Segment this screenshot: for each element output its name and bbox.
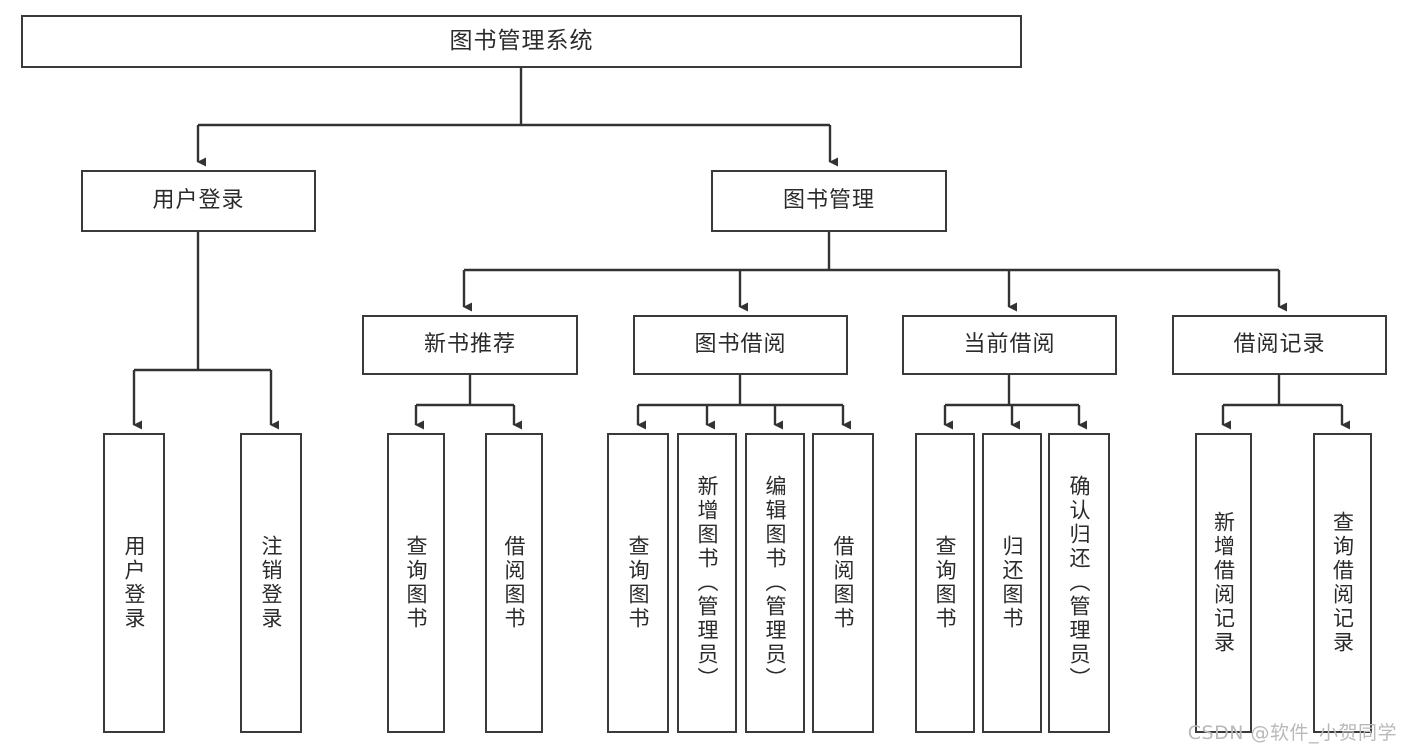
node-leaf-query-book-2[interactable]: 查询图书 <box>607 433 669 733</box>
node-user-login[interactable]: 用户登录 <box>81 170 316 232</box>
node-leaf-edit-book-label: 编辑图书（管理员） <box>763 475 788 691</box>
node-leaf-query-record-label: 查询借阅记录 <box>1330 511 1355 655</box>
node-book-management[interactable]: 图书管理 <box>711 170 947 232</box>
node-leaf-return-book-label: 归还图书 <box>1000 535 1025 631</box>
node-leaf-query-book-1-label: 查询图书 <box>404 535 429 631</box>
node-borrow-record-label: 借阅记录 <box>1233 331 1326 357</box>
node-leaf-user-login-label: 用户登录 <box>122 535 147 631</box>
node-leaf-edit-book[interactable]: 编辑图书（管理员） <box>745 433 805 733</box>
node-leaf-add-book[interactable]: 新增图书（管理员） <box>677 433 737 733</box>
node-leaf-borrow-book-2[interactable]: 借阅图书 <box>812 433 874 733</box>
node-leaf-user-login[interactable]: 用户登录 <box>103 433 165 733</box>
node-current-borrow-label: 当前借阅 <box>963 331 1056 357</box>
node-leaf-query-book-3[interactable]: 查询图书 <box>915 433 975 733</box>
node-book-borrow[interactable]: 图书借阅 <box>633 315 848 375</box>
node-book-borrow-label: 图书借阅 <box>694 331 787 357</box>
node-current-borrow[interactable]: 当前借阅 <box>902 315 1117 375</box>
node-leaf-borrow-book-1-label: 借阅图书 <box>502 535 527 631</box>
node-leaf-confirm-return[interactable]: 确认归还（管理员） <box>1048 433 1110 733</box>
node-leaf-logout-label: 注销登录 <box>259 535 284 631</box>
node-leaf-query-record[interactable]: 查询借阅记录 <box>1313 433 1372 733</box>
node-root[interactable]: 图书管理系统 <box>21 15 1022 68</box>
node-leaf-add-record-label: 新增借阅记录 <box>1211 511 1236 655</box>
node-root-label: 图书管理系统 <box>449 27 594 54</box>
node-leaf-borrow-book-2-label: 借阅图书 <box>831 535 856 631</box>
node-leaf-query-book-1[interactable]: 查询图书 <box>387 433 445 733</box>
node-leaf-add-record[interactable]: 新增借阅记录 <box>1195 433 1252 733</box>
node-new-book-recommend-label: 新书推荐 <box>423 331 516 357</box>
node-user-login-label: 用户登录 <box>152 187 245 213</box>
node-leaf-confirm-return-label: 确认归还（管理员） <box>1067 475 1092 691</box>
node-book-management-label: 图书管理 <box>782 187 875 213</box>
node-leaf-query-book-2-label: 查询图书 <box>626 535 651 631</box>
node-leaf-query-book-3-label: 查询图书 <box>933 535 958 631</box>
node-new-book-recommend[interactable]: 新书推荐 <box>362 315 578 375</box>
node-borrow-record[interactable]: 借阅记录 <box>1172 315 1387 375</box>
node-leaf-borrow-book-1[interactable]: 借阅图书 <box>485 433 543 733</box>
node-leaf-return-book[interactable]: 归还图书 <box>982 433 1042 733</box>
node-leaf-logout[interactable]: 注销登录 <box>240 433 302 733</box>
node-leaf-add-book-label: 新增图书（管理员） <box>695 475 720 691</box>
